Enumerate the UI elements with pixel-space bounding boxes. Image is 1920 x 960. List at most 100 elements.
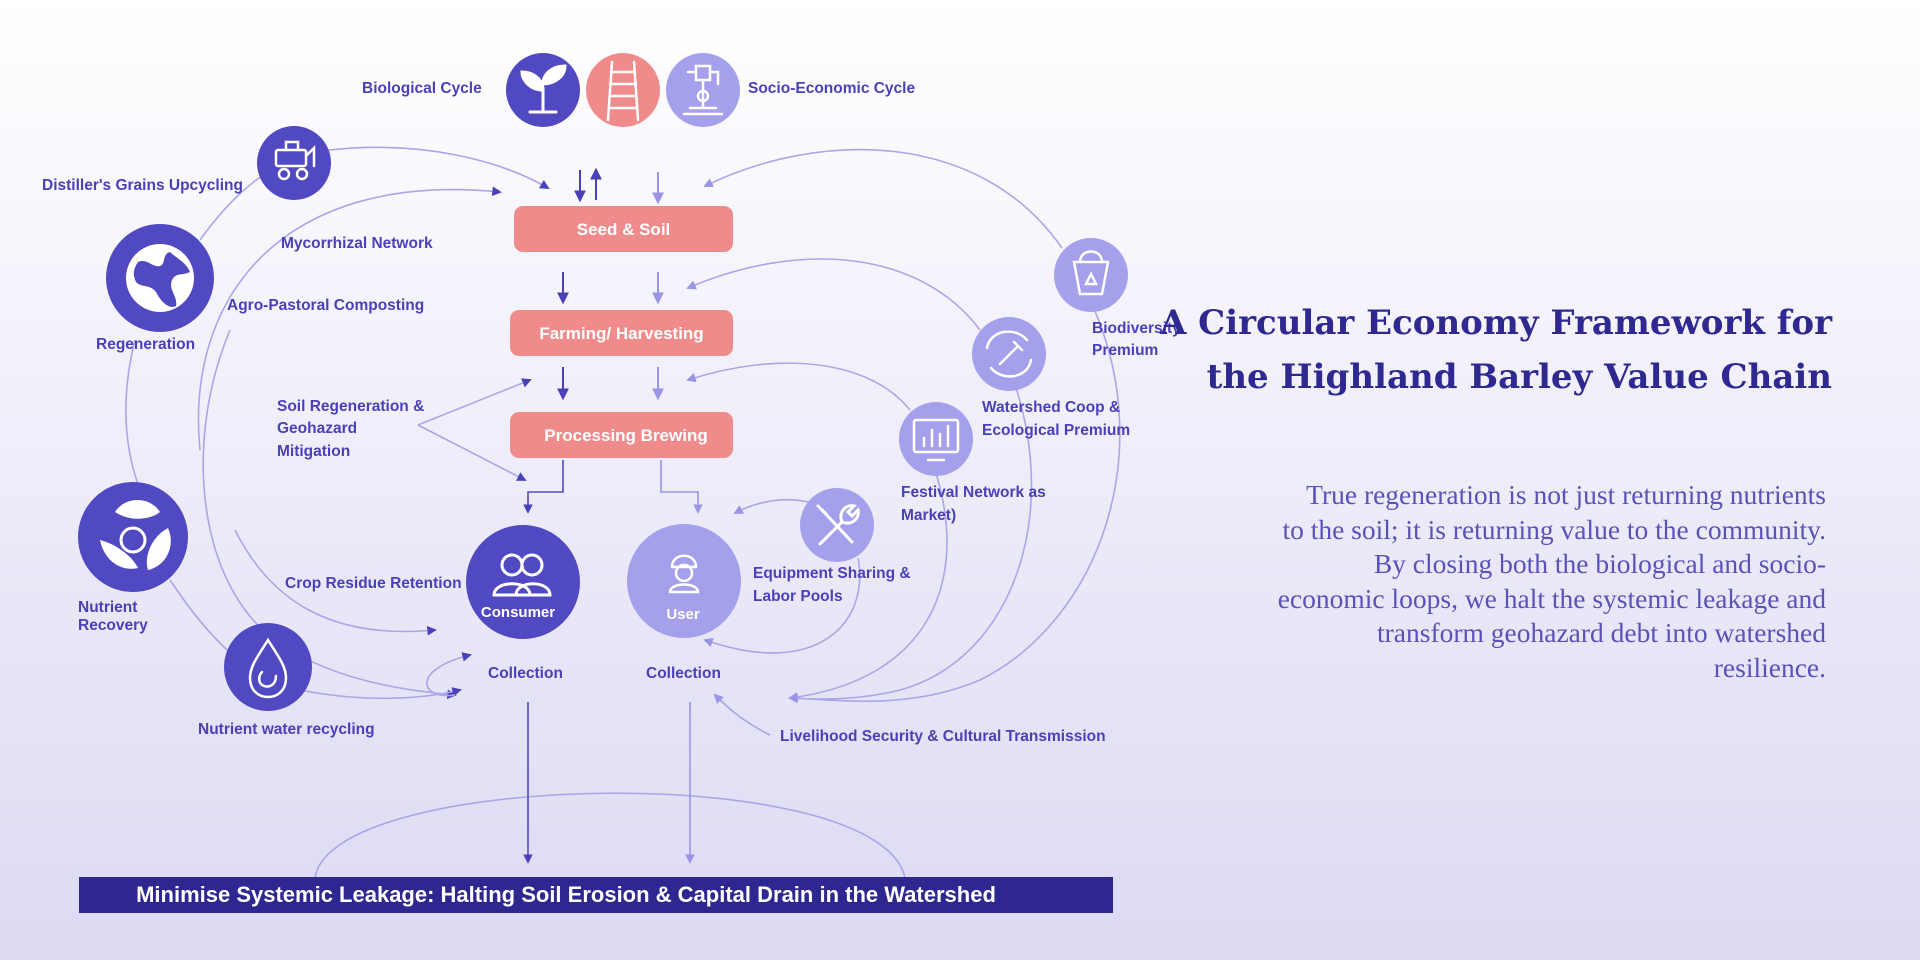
loop-collection-curl: [426, 652, 472, 697]
fan-lower: [417, 424, 527, 481]
loop-livelihood: [713, 693, 771, 736]
label-regeneration: Regeneration: [96, 336, 195, 353]
basket-icon: [1072, 250, 1110, 296]
svg-text:Ecological Premium: Ecological Premium: [982, 422, 1130, 439]
ladder-icon: [606, 60, 640, 122]
refresh-tools-icon: [985, 330, 1033, 378]
user-label: User: [666, 606, 700, 623]
collection-left-label: Collection: [488, 665, 563, 682]
label-nutrient-water: Nutrient water recycling: [198, 721, 375, 738]
label-soil-regen: Soil Regeneration & Geohazard Mitigation: [277, 398, 424, 460]
stage-seed-soil: Seed & Soil: [514, 206, 733, 252]
node-watershed: [972, 317, 1046, 391]
stage-processing: Processing Brewing: [510, 412, 733, 458]
stage-seed-box: [514, 206, 733, 252]
connector-lines: [125, 146, 1121, 879]
consumer-label: Consumer: [481, 604, 555, 621]
node-equipment: [800, 488, 874, 562]
loop-crop-residue: [234, 529, 437, 636]
legend-biological-label: Biological Cycle: [362, 80, 482, 97]
legend-socio-label: Socio-Economic Cycle: [748, 80, 915, 97]
flow-consumer: [523, 460, 564, 514]
leakage-banner-box: [79, 877, 1113, 913]
label-mycorrhizal: Mycorrhizal Network: [281, 235, 433, 252]
svg-text:Market): Market): [901, 507, 956, 524]
fan-upper: [417, 378, 532, 426]
description-line: resilience.: [1713, 651, 1826, 683]
loop-festival: [686, 362, 911, 411]
label-livelihood: Livelihood Security & Cultural Transmiss…: [780, 728, 1106, 745]
title-line-1: A Circular Economy Framework for: [1159, 303, 1832, 343]
stage-seed-label: Seed & Soil: [577, 220, 671, 239]
label-festival: Festival Network as Market): [901, 484, 1046, 524]
loop-watershed: [686, 258, 981, 331]
description-line: True regeneration is not just returning …: [1306, 479, 1826, 510]
water-drop-icon: [248, 637, 288, 699]
label-crop-residue: Crop Residue Retention: [285, 575, 462, 592]
node-festival: [899, 402, 973, 476]
bottom-arc: [314, 792, 906, 879]
description-line: transform geohazard debt into watershed: [1377, 617, 1826, 648]
loop-distillers: [199, 146, 550, 241]
stage-farming-box: [510, 310, 733, 356]
label-distillers: Distiller's Grains Upcycling: [42, 177, 243, 194]
description-line: By closing both the biological and socio…: [1373, 548, 1826, 579]
node-regeneration: [106, 224, 214, 332]
svg-text:Biodiversity: Biodiversity: [1092, 320, 1181, 337]
svg-text:Recovery: Recovery: [78, 617, 148, 634]
svg-text:Festival Network as: Festival Network as: [901, 484, 1046, 501]
loop-biodiversity: [703, 148, 1063, 249]
label-biodiversity: Biodiversity Premium: [1092, 320, 1181, 359]
stage-arrows: [557, 167, 664, 401]
label-nutrient-recovery: Nutrient Recovery: [78, 599, 148, 634]
description: True regeneration is not just returning …: [1186, 478, 1826, 685]
machinery-icon: [682, 64, 724, 116]
page-title: A Circular Economy Framework for the Hig…: [1132, 296, 1832, 404]
svg-text:Mitigation: Mitigation: [277, 443, 350, 460]
node-user: User: [627, 524, 741, 638]
legend-ladder-circle: [586, 53, 660, 127]
label-agro: Agro-Pastoral Composting: [227, 297, 424, 314]
node-biodiversity: [1054, 238, 1128, 312]
node-nutrient-recovery: [78, 482, 188, 592]
leakage-banner-text: Minimise Systemic Leakage: Halting Soil …: [136, 882, 996, 907]
stage-farming: Farming/ Harvesting: [510, 310, 733, 356]
stage-processing-box: [510, 412, 733, 458]
svg-text:Nutrient: Nutrient: [78, 599, 137, 616]
description-line: economic loops, we halt the systemic lea…: [1277, 582, 1826, 614]
recycle-leaf-icon: [100, 500, 171, 570]
loop-nutrient-recovery: [169, 579, 462, 700]
loop-equipment-lower: [703, 557, 861, 654]
leakage-banner: Minimise Systemic Leakage: Halting Soil …: [79, 877, 1113, 913]
svg-text:Watershed Coop &: Watershed Coop &: [982, 399, 1120, 416]
worker-icon: [668, 554, 700, 594]
svg-text:Geohazard: Geohazard: [277, 420, 357, 437]
description-line: to the soil; it is returning value to th…: [1282, 513, 1826, 545]
stage-farming-label: Farming/ Harvesting: [539, 324, 703, 343]
stage-processing-label: Processing Brewing: [544, 426, 707, 445]
loop-mycorrhizal: [197, 186, 502, 451]
loop-watershed-outer: [789, 384, 1033, 700]
node-distillers: [257, 126, 331, 200]
node-nutrient-water: [224, 623, 312, 711]
title-line-2: the Highland Barley Value Chain: [1206, 357, 1832, 397]
people-icon: [492, 553, 552, 597]
sprout-icon: [520, 64, 567, 114]
node-consumer: Consumer: [466, 525, 580, 639]
chart-monitor-icon: [912, 418, 960, 462]
harvester-icon: [274, 140, 316, 181]
collection-right-label: Collection: [646, 665, 721, 682]
loop-biodiversity-outer: [788, 299, 1121, 704]
label-watershed: Watershed Coop & Ecological Premium: [982, 399, 1130, 439]
flow-user: [660, 460, 703, 514]
svg-text:Soil Regeneration &: Soil Regeneration &: [277, 398, 424, 415]
svg-text:Premium: Premium: [1092, 342, 1158, 359]
label-equipment: Equipment Sharing & Labor Pools: [753, 565, 911, 605]
legend: Biological Cycle Socio-Economic Cycle: [362, 53, 915, 127]
loop-festival-outer: [788, 469, 948, 702]
globe-icon: [126, 244, 194, 312]
wrench-screwdriver-icon: [816, 504, 860, 546]
loop-regeneration-left: [125, 339, 141, 491]
svg-text:Equipment Sharing &: Equipment Sharing &: [753, 565, 911, 582]
